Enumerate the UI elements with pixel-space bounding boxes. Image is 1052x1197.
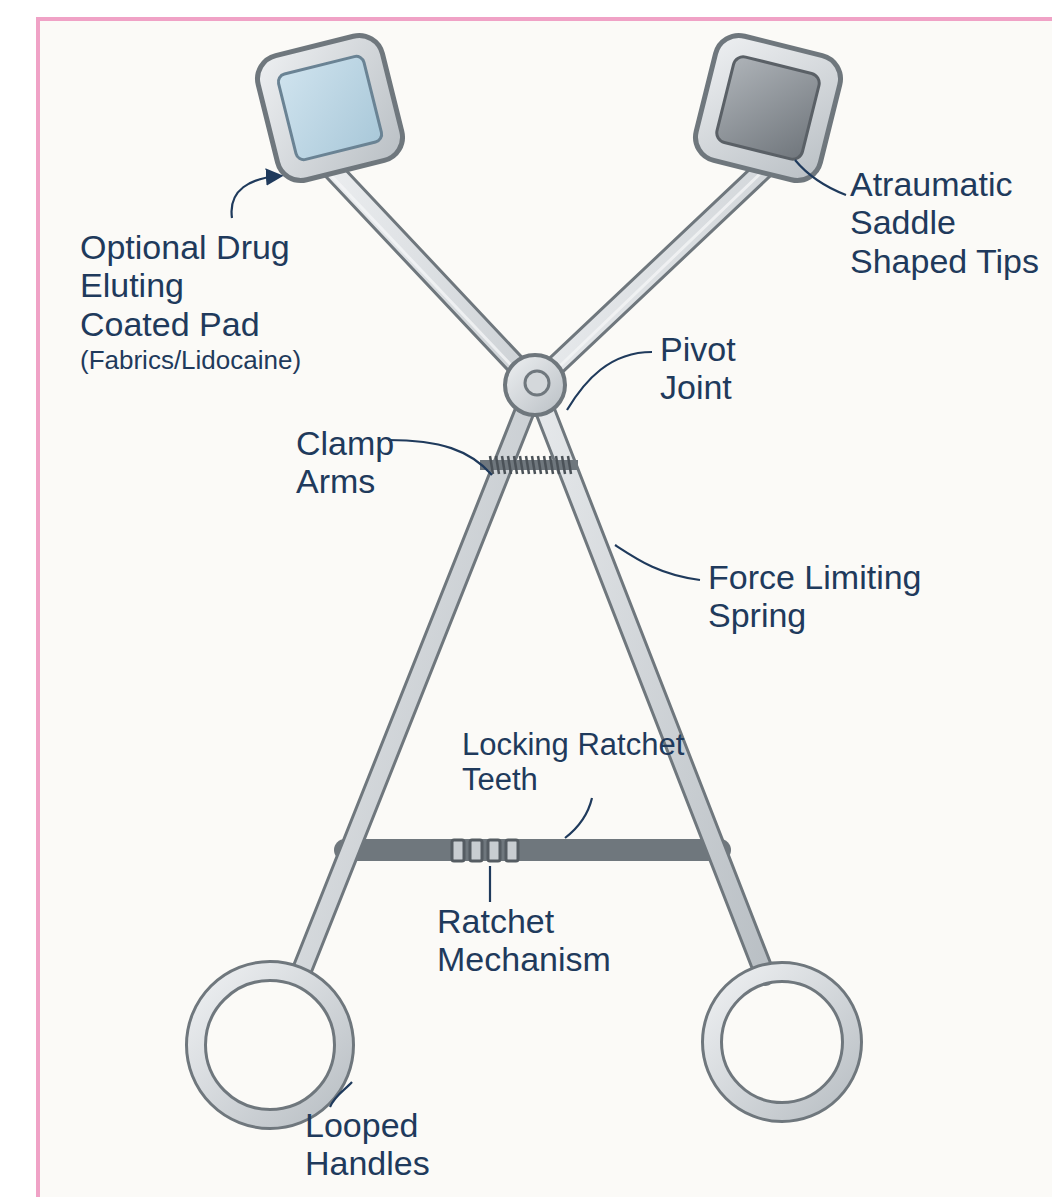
part-label: Pivot Joint (660, 330, 780, 407)
spring-symbol (480, 456, 578, 474)
part-label: (Fabrics/Lidocaine) (80, 346, 340, 375)
part-label: Atraumatic Saddle Shaped Tips (850, 165, 1046, 280)
part-label: Ratchet Mechanism (437, 902, 657, 979)
part-label: Force Limiting Spring (708, 558, 968, 635)
part-label: Looped Handles (305, 1106, 455, 1183)
part-label: Optional Drug Eluting Coated Pad (80, 228, 298, 343)
part-label: Locking Ratchet Teeth (462, 727, 702, 797)
part-label: Clamp Arms (296, 424, 406, 501)
